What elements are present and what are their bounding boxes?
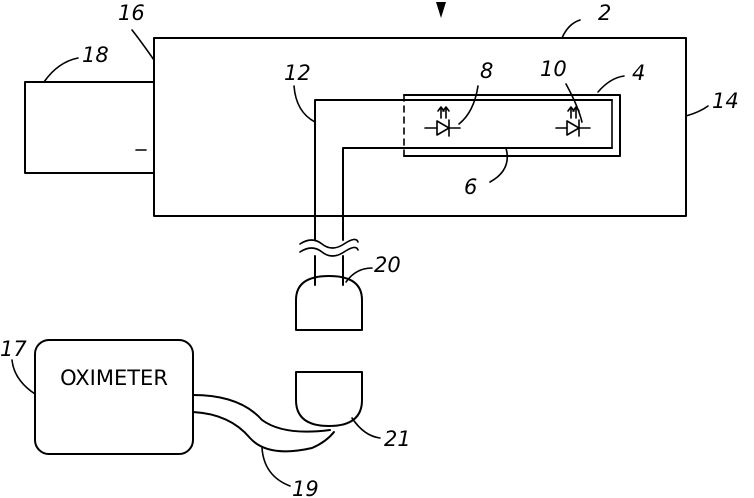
- top-arrow: [436, 2, 446, 18]
- ref-18: 18: [82, 43, 109, 67]
- cable-break-top: [300, 239, 358, 248]
- leader-17: [12, 360, 35, 394]
- ref-14: 14: [712, 89, 739, 113]
- leader-10: [566, 84, 582, 122]
- housing-body: [154, 38, 686, 216]
- led-10-icon: [556, 107, 590, 136]
- leader-14: [686, 106, 708, 116]
- leader-12: [294, 86, 315, 122]
- ref-8: 8: [480, 59, 493, 83]
- ref-6: 6: [464, 175, 477, 199]
- cable-break-bottom: [300, 247, 358, 256]
- oximeter-cable-upper: [193, 395, 330, 432]
- led-8-icon: [425, 107, 460, 136]
- leader-21: [352, 418, 380, 438]
- ref-12: 12: [284, 61, 311, 85]
- leader-8: [459, 86, 478, 124]
- ref-21: 21: [384, 427, 411, 451]
- connector-plug: [296, 276, 362, 330]
- ref-19: 19: [292, 477, 319, 498]
- ref-4: 4: [632, 61, 645, 85]
- ref-16: 16: [118, 1, 145, 25]
- leader-19: [262, 448, 290, 486]
- cable-lower-line: [343, 148, 612, 240]
- oximeter-box: [35, 340, 193, 454]
- leader-2: [562, 20, 580, 38]
- leader-16: [132, 30, 154, 60]
- side-attachment-block: [25, 82, 154, 173]
- oximeter-label: OXIMETER: [60, 366, 168, 390]
- ref-20: 20: [374, 253, 401, 277]
- ref-17: 17: [0, 337, 27, 361]
- leader-6: [490, 148, 507, 182]
- ref-2: 2: [598, 1, 611, 25]
- leader-4: [598, 76, 624, 92]
- sensor-holder-inner-wall: [404, 100, 612, 148]
- leader-18: [44, 58, 78, 82]
- ref-10: 10: [540, 57, 567, 81]
